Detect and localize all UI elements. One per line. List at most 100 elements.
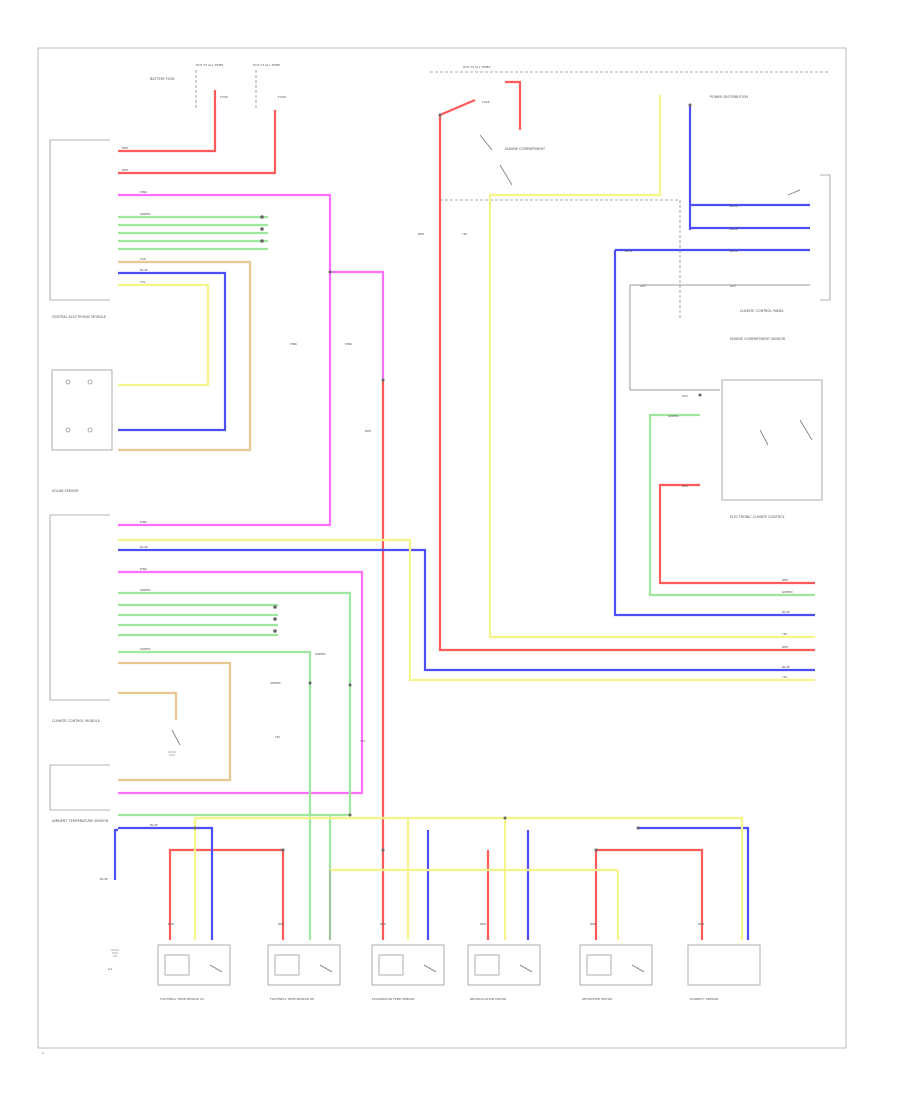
wire-tag-yel-3: YEL: [275, 735, 281, 739]
wire-blue-main: [118, 548, 815, 672]
wire-tag-blue-1: BLUE: [140, 268, 148, 272]
sensor-box-1: [157, 944, 231, 986]
wire-tag-tan-1: TAN: [139, 257, 146, 261]
wire-tag-green-3: GREEN: [140, 647, 150, 651]
wire-tag-red-13: RED: [698, 922, 705, 926]
sensor-box-5: [579, 944, 653, 986]
wire-red-s5: [594, 848, 704, 940]
wire-tag-yel-1: YEL: [140, 280, 146, 284]
wire-yellow-main: [118, 538, 815, 682]
wire-yellow-ecc: [488, 95, 815, 639]
label-engine-comp-sensor: ENGINE COMPARTMENT SENSOR: [730, 337, 786, 341]
wire-tag-pink-3: PINK: [345, 342, 353, 346]
wire-tag-blue-2: BLUE: [140, 545, 148, 549]
labels: BATTERY FUSE HOT AT ALL TIMES HOT AT ALL…: [42, 63, 792, 1055]
sensor-box-3: [371, 944, 445, 986]
wire-tag-green-7: GREEN: [782, 590, 792, 594]
wire-tag-blue-10: BLUE: [100, 877, 108, 881]
label-recirc-motor: RECIRCULATION MOTOR: [470, 997, 506, 1001]
wire-tag-blue-4: BLUE: [730, 204, 738, 208]
label-hot-2: HOT AT ALL TIMES: [253, 63, 281, 67]
wire-tag-red-1: RED: [122, 146, 129, 150]
label-hot-3: HOT AT ALL TIMES: [463, 65, 491, 69]
wire-tag-green-1: GREEN: [140, 212, 150, 216]
wire-blue-right3: [613, 248, 815, 617]
wire-blue-s6: [638, 826, 750, 940]
diagram-frame: [37, 47, 847, 1049]
climate-module-outline: [49, 514, 110, 701]
label-footer: 1: [42, 1051, 44, 1055]
wire-red-ecc: [658, 483, 815, 585]
wires: [113, 80, 815, 940]
wire-tag-blue-5: BLUE: [730, 227, 738, 231]
wire-blue-s1: [113, 826, 214, 940]
wire-pink-top: [118, 193, 332, 527]
wire-tag-green-4: GREEN: [270, 681, 280, 685]
wire-tag-green-6: GREEN: [668, 414, 678, 418]
wire-tag-yel-2: YEL: [462, 232, 468, 236]
wire-tag-pink-4: PINK: [140, 520, 148, 524]
splice-node-icon: [193, 103, 702, 852]
wire-tan-a: [118, 260, 252, 452]
sensor-box-4: [467, 944, 541, 986]
wire-green-k: [118, 650, 312, 940]
label-central-electronic: CENTRAL ELECTRONIC MODULE: [52, 315, 106, 319]
wire-tag-red-6: RED: [782, 578, 789, 582]
wire-tag-pink-5: PINK: [140, 567, 148, 571]
wire-tan-b: [118, 661, 232, 782]
wire-red-s1: [168, 848, 285, 940]
wire-gray-a: [629, 284, 810, 391]
wire-tag-blue-7: BLUE: [782, 610, 790, 614]
sensor-box-6: [687, 944, 761, 986]
wire-tag-green-5: GREEN: [315, 652, 325, 656]
wire-tag-red-2: RED: [122, 168, 129, 172]
wire-red-top2: [118, 110, 277, 175]
wire-tan-c: [118, 691, 178, 720]
wire-pink-branch: [330, 270, 385, 380]
label-climate-control-panel: CLIMATE CONTROL PANEL: [740, 309, 784, 313]
label-footwell-rh: FOOTWELL TEMP SENSOR RH: [270, 997, 314, 1001]
label-engine-comp: ENGINE COMPARTMENT: [505, 147, 546, 151]
label-power-dist: POWER DISTRIBUTION: [710, 95, 748, 99]
wire-tag-red-5: RED: [682, 484, 689, 488]
wire-tag-red-7: RED: [782, 645, 789, 649]
electronic-climate-box: [721, 379, 823, 501]
switch-icon: [171, 134, 813, 973]
label-battery-fuse: BATTERY FUSE: [150, 77, 175, 81]
wire-yellow-a: [118, 283, 210, 387]
wire-tag-green-2: GREEN: [140, 588, 150, 592]
label-humidity-sensor: HUMIDITY SENSOR: [690, 997, 718, 1001]
wire-tag-gray-1: GRY: [682, 394, 688, 398]
sensor-box-2: [267, 944, 341, 986]
wire-tag-red-8: RED: [168, 922, 175, 926]
wire-tag-gray-3: GRY: [730, 284, 736, 288]
ambient-sensor-outline: [49, 764, 110, 811]
wire-tag-yel-6: YEL: [360, 739, 366, 743]
wire-tag-red-9: RED: [278, 922, 285, 926]
wire-yellow-s5: [330, 868, 620, 940]
solar-sensor-box: [51, 369, 113, 451]
wire-tag-pink-2: PINK: [290, 342, 298, 346]
label-ground: G1: [108, 967, 112, 971]
label-fuse-c: FUSE: [482, 100, 490, 104]
component-outlines: [49, 70, 831, 986]
wire-tag-gray-2: GRY: [640, 284, 646, 288]
wire-green-f: [118, 591, 352, 940]
wire-tag-blue-3: BLUE: [625, 249, 633, 253]
wire-tag-red-12: RED: [590, 922, 597, 926]
wire-tag-pink-1: PINK: [140, 190, 148, 194]
wire-tag-red-4: RED: [418, 232, 425, 236]
wire-tag-red-3: RED: [365, 429, 372, 433]
wire-yellow-s1: [195, 816, 744, 940]
wire-green-ecc: [648, 413, 815, 597]
wire-tag-red-11: RED: [480, 922, 487, 926]
label-evap-sensor: EVAPORATOR TEMP SENSOR: [372, 997, 414, 1001]
label-fuse-a: FUSE: [220, 95, 228, 99]
wire-red-top: [118, 90, 217, 153]
wire-pink-mid: [118, 570, 364, 795]
label-solar-sensor: SOLAR SENSOR: [52, 489, 79, 493]
climate-panel-outline: [820, 174, 831, 301]
wire-tag-yel-4: YEL: [782, 632, 788, 636]
label-defrost-motor: DEFROSTER MOTOR: [582, 997, 612, 1001]
